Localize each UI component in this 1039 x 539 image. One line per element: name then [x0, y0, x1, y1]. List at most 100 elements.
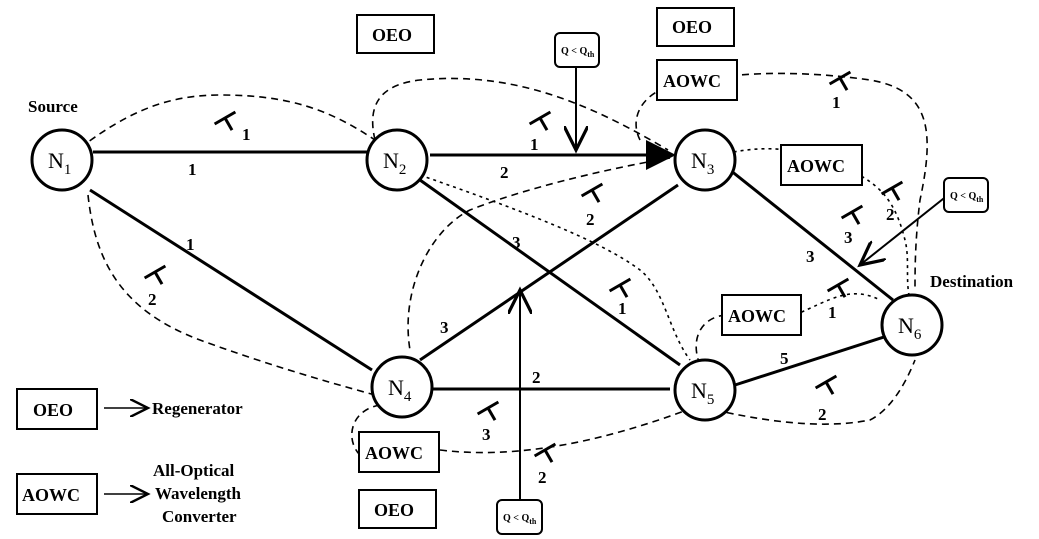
q-threshold-box-right: Q < Qth: [943, 177, 989, 213]
node-label: N: [383, 148, 399, 173]
svg-text:N4: N4: [388, 375, 412, 405]
links: [89, 140, 894, 391]
link-weight: 3: [512, 233, 521, 252]
wavelength-ticks: [143, 70, 904, 463]
legend-aowc-text-3: Converter: [162, 507, 237, 526]
node-label: N: [691, 148, 707, 173]
q-sub: th: [529, 517, 537, 526]
aowc-box-label: AOWC: [365, 443, 423, 463]
node-n4: N4: [370, 355, 434, 419]
node-circle: [673, 358, 737, 422]
legend-aowc-text-2: Wavelength: [155, 484, 241, 503]
link-weight: 1: [188, 160, 197, 179]
lightpath-n1-n4: [87, 194, 376, 396]
wavelength-label: 2: [148, 290, 157, 309]
node-n1: N1: [30, 128, 94, 192]
wavelength-label: 1: [832, 93, 841, 112]
node-circle: [880, 293, 944, 357]
lightpath-aowc-n5: [439, 404, 701, 454]
svg-text:Q < Qth: Q < Qth: [561, 46, 595, 59]
lightpath-n2-n3-upper: [371, 77, 669, 151]
node-subscript: 5: [707, 392, 715, 408]
node-n6: N6: [880, 293, 944, 357]
wavelength-label: 2: [886, 205, 895, 224]
legend-oeo-text: Regenerator: [152, 399, 243, 418]
node-n5: N5: [673, 358, 737, 422]
lightpath-n4-aowc: [351, 404, 381, 456]
oeo-box-label: OEO: [672, 17, 712, 37]
wavelength-label: 3: [844, 228, 853, 247]
legend-oeo: OEO Regenerator: [16, 388, 243, 430]
aowc-box-label: AOWC: [787, 156, 845, 176]
wavelength-label: 1: [618, 299, 627, 318]
svg-text:N5: N5: [691, 378, 714, 408]
lightpaths: [79, 72, 928, 456]
link-n4-n3: [419, 183, 679, 362]
link-n5-n6: [734, 333, 891, 387]
lightpath-n3-n6-right: [719, 147, 911, 301]
lightpath-n5-n6-lower: [714, 359, 916, 425]
link-weight-group: 1 1 2 3 3 2 3 5: [186, 160, 815, 387]
legend: OEO Regenerator AOWC All-Optical Wavelen…: [16, 388, 243, 526]
node-subscript: 1: [64, 162, 72, 178]
link-weight: 2: [500, 163, 509, 182]
wavelength-label: 2: [818, 405, 827, 424]
wavelength-label-group: 1 2 1 2 1 2 3 1 1 2 3 2: [148, 93, 895, 487]
svg-text:N2: N2: [383, 148, 406, 178]
oeo-box-label: OEO: [374, 500, 414, 520]
node-n2: N2: [365, 128, 429, 192]
wavelength-label: 1: [530, 135, 539, 154]
oeo-box-label: OEO: [372, 25, 412, 45]
node-n3: N3: [673, 128, 737, 192]
aowc-box-bottom: AOWC: [358, 431, 440, 473]
link-weight: 1: [186, 235, 195, 254]
node-subscript: 4: [404, 389, 412, 405]
wavelength-label: 1: [242, 125, 251, 144]
wavelength-label: 3: [482, 425, 491, 444]
q-label: Q < Q: [503, 513, 529, 524]
svg-text:N6: N6: [898, 313, 922, 343]
link-n3-n6: [729, 168, 894, 302]
legend-oeo-box-label: OEO: [33, 400, 73, 420]
source-label: Source: [28, 97, 78, 116]
q-threshold-box-top: Q < Qth: [554, 32, 600, 68]
node-subscript: 3: [707, 162, 715, 178]
wavelength-label: 1: [828, 303, 837, 322]
wavelength-label: 2: [538, 468, 547, 487]
aowc-box-mid: AOWC: [721, 294, 802, 336]
svg-text:Q < Qth: Q < Qth: [503, 513, 537, 526]
node-circle: [365, 128, 429, 192]
lightpath-n3-n4: [407, 157, 671, 351]
q-label: Q < Q: [950, 191, 976, 202]
link-weight: 5: [780, 349, 789, 368]
link-weight: 3: [440, 318, 449, 337]
aowc-box-right: AOWC: [780, 144, 863, 186]
lightpath-n5-aowc: [695, 314, 726, 366]
oeo-box-top-right: OEO: [656, 7, 735, 47]
node-label: N: [388, 375, 404, 400]
legend-aowc-box-label: AOWC: [22, 485, 80, 505]
wavelength-label: 2: [586, 210, 595, 229]
legend-aowc-text-1: All-Optical: [153, 461, 234, 480]
node-circle: [370, 355, 434, 419]
oeo-box-top-left: OEO: [356, 14, 435, 54]
q-arrow-right: [860, 194, 949, 265]
q-sub: th: [587, 50, 595, 59]
link-n1-n4: [89, 188, 373, 372]
svg-text:Q < Qth: Q < Qth: [950, 191, 984, 204]
lightpath-n5-n6-mid: [794, 292, 881, 316]
q-sub: th: [976, 195, 984, 204]
aowc-box-label: AOWC: [728, 306, 786, 326]
svg-text:N1: N1: [48, 148, 71, 178]
node-subscript: 2: [399, 162, 407, 178]
svg-text:N3: N3: [691, 148, 714, 178]
node-label: N: [898, 313, 914, 338]
link-weight: 3: [806, 247, 815, 266]
link-weight: 2: [532, 368, 541, 387]
node-circle: [673, 128, 737, 192]
oeo-box-bottom: OEO: [358, 489, 437, 529]
aowc-box-top: AOWC: [656, 59, 738, 101]
destination-label: Destination: [930, 272, 1014, 291]
node-label: N: [48, 148, 64, 173]
